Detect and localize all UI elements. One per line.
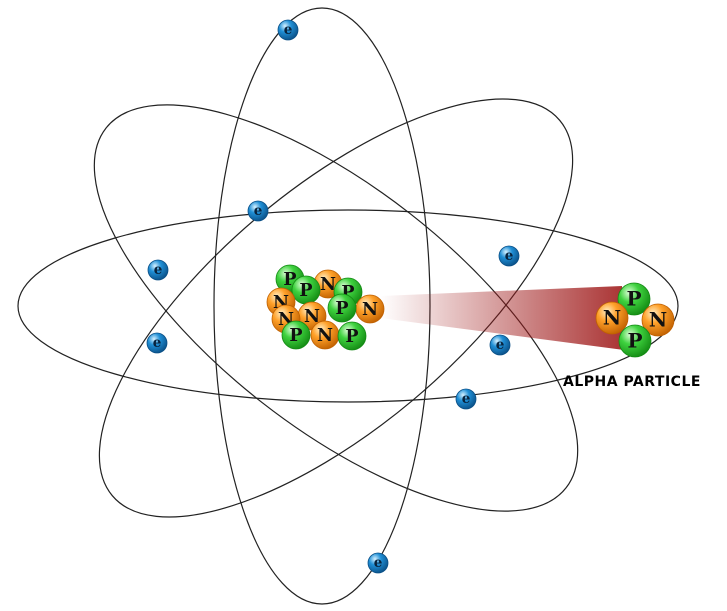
electron-sphere-icon: [498, 245, 520, 267]
neutron-label: N: [304, 307, 320, 327]
electron-sphere-icon: [277, 19, 299, 41]
electron-label: e: [254, 203, 263, 219]
proton-sphere-icon: [337, 321, 367, 351]
electron-label: e: [154, 262, 163, 278]
electron-sphere-icon: [146, 332, 168, 354]
electron: e: [489, 334, 511, 356]
proton: P: [327, 293, 357, 323]
neutron: N: [310, 320, 340, 350]
electron-sphere-icon: [367, 552, 389, 574]
alpha-particle: PN NP: [595, 282, 675, 358]
electron-label: e: [153, 335, 162, 351]
proton-label: P: [345, 327, 358, 347]
orbits: [17, 7, 679, 605]
neutron-sphere-icon: [595, 301, 629, 335]
electron: e: [455, 388, 477, 410]
proton: P: [617, 282, 651, 316]
neutron: N: [355, 294, 385, 324]
alpha-emission-beam: [380, 286, 624, 350]
electron: e: [147, 259, 169, 281]
electron: e: [367, 552, 389, 574]
electron: e: [146, 332, 168, 354]
electron-sphere-icon: [455, 388, 477, 410]
neutron-label: N: [317, 326, 333, 346]
proton-label: P: [627, 329, 642, 353]
electron: e: [247, 200, 269, 222]
electron-label: e: [284, 22, 293, 38]
electrons: e e e e e e e e: [146, 19, 520, 574]
proton-label: P: [289, 326, 302, 346]
proton-sphere-icon: [327, 293, 357, 323]
proton: P: [618, 324, 652, 358]
electron-label: e: [496, 337, 505, 353]
proton: P: [281, 320, 311, 350]
proton-sphere-icon: [281, 320, 311, 350]
neutron-label: N: [649, 308, 667, 332]
proton: P: [337, 321, 367, 351]
proton-label: P: [626, 287, 641, 311]
electron-sphere-icon: [489, 334, 511, 356]
orbit-horizontal: [17, 209, 679, 403]
proton-label: P: [299, 281, 312, 301]
electron-label: e: [505, 248, 514, 264]
neutron-label: N: [362, 300, 378, 320]
neutron-label: N: [320, 275, 336, 295]
orbit-tilted-left: [93, 104, 579, 512]
electron: e: [277, 19, 299, 41]
proton-label: P: [335, 299, 348, 319]
electron-label: e: [462, 391, 471, 407]
proton-sphere-icon: [618, 324, 652, 358]
neutron-label: N: [603, 306, 621, 330]
electron: e: [498, 245, 520, 267]
neutron: N: [595, 301, 629, 335]
neutron-sphere-icon: [641, 303, 675, 337]
proton: P: [291, 275, 321, 305]
neutron: N: [641, 303, 675, 337]
electron-sphere-icon: [147, 259, 169, 281]
alpha-particle-caption: ALPHA PARTICLE: [563, 374, 701, 390]
proton-sphere-icon: [617, 282, 651, 316]
electron-label: e: [374, 555, 383, 571]
electron-sphere-icon: [247, 200, 269, 222]
